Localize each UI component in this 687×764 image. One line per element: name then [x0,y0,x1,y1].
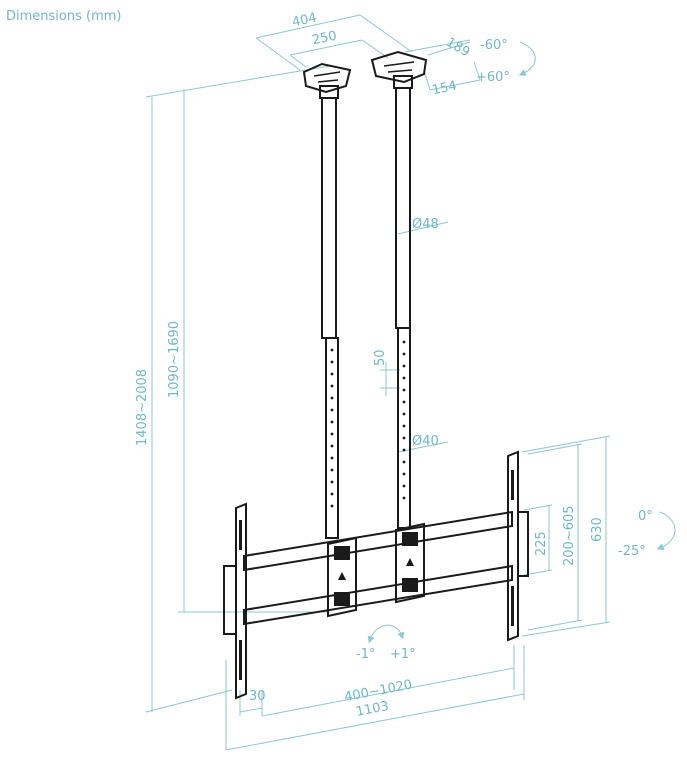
plate-depth-label: 189 [443,35,472,60]
diagram-title: Dimensions (mm) [6,9,122,24]
ceiling-plates [302,50,428,99]
total-width-label: 1103 [355,699,390,720]
plate-width-label: 404 [291,10,318,30]
pole-diameter-upper-label: Ø48 [412,217,439,232]
swivel-left-label: -60° [480,38,508,53]
plate-inner-label: 154 [431,78,458,98]
arm-spacing-label: 225 [534,531,549,556]
total-height-label: 1408~2008 [135,369,150,446]
arm-width-label: 30 [249,689,266,704]
poles [321,87,411,539]
rotation-right-label: +1° [390,647,416,662]
vesa-vertical-label: 200~605 [562,505,577,566]
tilt-up-label: 0° [638,509,653,524]
rotation-left-label: -1° [356,647,375,662]
rotation-arrows [367,41,676,644]
tv-bracket [223,450,529,700]
plate-spacing-label: 250 [311,28,338,48]
dimension-labels: 404 250 189 154 -60° +60° Ø48 Ø40 50 140… [135,10,653,719]
hole-step-label: 50 [373,349,388,366]
swivel-right-label: +60° [476,70,510,85]
pole-diameter-lower-label: Ø40 [412,434,439,449]
dimension-lines [145,14,611,751]
bracket-height-label: 630 [590,517,605,542]
tilt-down-label: -25° [618,544,646,559]
pole-height-label: 1090~1690 [167,321,182,398]
